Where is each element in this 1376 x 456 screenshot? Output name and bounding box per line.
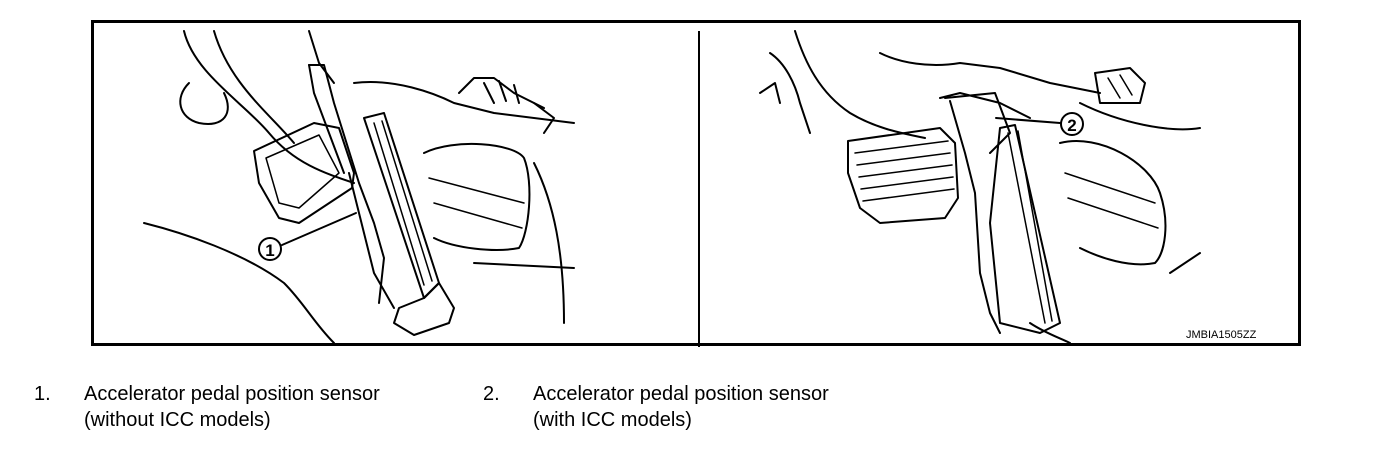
legend-number: 2.: [483, 383, 500, 405]
callout-2-label: 2: [1067, 116, 1076, 135]
legend-text: Accelerator pedal position sensor (with …: [533, 381, 829, 433]
legend-text: Accelerator pedal position sensor (witho…: [84, 381, 380, 433]
illustration-frame: 1: [91, 20, 1301, 347]
callout-1: [258, 237, 282, 261]
legend-line-1: Accelerator pedal position sensor: [533, 383, 829, 405]
callout-2: [1060, 112, 1084, 136]
legend-line-2: (with ICC models): [533, 409, 692, 431]
panel-divider: [698, 31, 700, 347]
figure-code: JMBIA1505ZZ: [1186, 329, 1257, 341]
legend-line-1: Accelerator pedal position sensor: [84, 383, 380, 405]
pedal-illustration-without-icc: 1: [143, 30, 575, 343]
legend-line-2: (without ICC models): [84, 409, 271, 431]
pedal-illustration-with-icc: 2: [759, 30, 1201, 343]
callout-1-label: 1: [265, 241, 274, 260]
legend-number: 1.: [34, 383, 51, 405]
